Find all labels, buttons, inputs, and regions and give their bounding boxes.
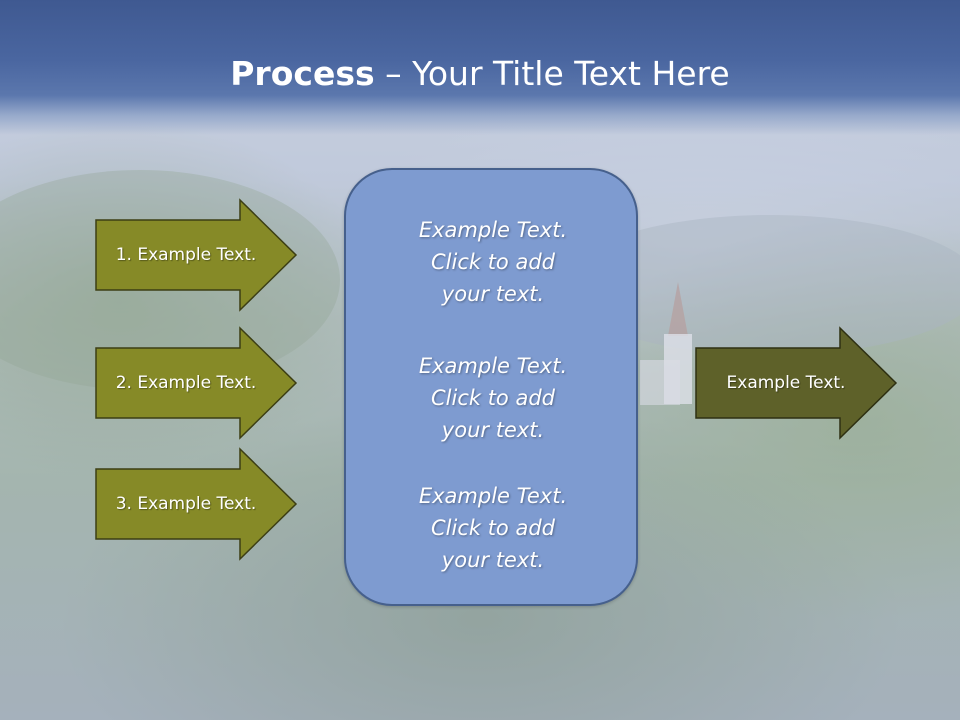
title-bar: Process – Your Title Text Here (0, 0, 960, 135)
slide-title[interactable]: Process – Your Title Text Here (0, 52, 960, 96)
panel-line: your text. (441, 282, 545, 306)
panel-text-block[interactable]: Example Text. Click to add your text. (346, 480, 640, 576)
input-arrow-label: 1. Example Text. (115, 245, 257, 265)
panel-text-block[interactable]: Example Text. Click to add your text. (346, 214, 640, 310)
church-steeple (668, 282, 688, 336)
right-arrow-icon (95, 447, 298, 561)
title-rest-text: – Your Title Text Here (374, 54, 730, 93)
panel-line: your text. (441, 548, 545, 572)
panel-line: Example Text. (418, 354, 568, 378)
input-arrow-1[interactable]: 1. Example Text. (94, 198, 298, 312)
right-arrow-icon (95, 198, 298, 312)
center-process-panel[interactable]: Example Text. Click to add your text. Ex… (344, 168, 638, 606)
church-building (640, 360, 680, 405)
right-arrow-icon (695, 326, 898, 440)
input-arrow-3[interactable]: 3. Example Text. (94, 447, 298, 561)
input-arrow-label: 3. Example Text. (115, 494, 257, 514)
right-arrow-icon (95, 326, 298, 440)
panel-line: Click to add (430, 386, 555, 410)
panel-line: Click to add (430, 516, 555, 540)
output-arrow[interactable]: Example Text. (694, 326, 898, 440)
output-arrow-label: Example Text. (726, 373, 846, 393)
input-arrow-2[interactable]: 2. Example Text. (94, 326, 298, 440)
panel-line: Example Text. (418, 218, 568, 242)
panel-line: your text. (441, 418, 545, 442)
panel-line: Example Text. (418, 484, 568, 508)
panel-line: Click to add (430, 250, 555, 274)
title-bold-text: Process (230, 54, 375, 93)
input-arrow-label: 2. Example Text. (115, 373, 257, 393)
panel-text-block[interactable]: Example Text. Click to add your text. (346, 350, 640, 446)
